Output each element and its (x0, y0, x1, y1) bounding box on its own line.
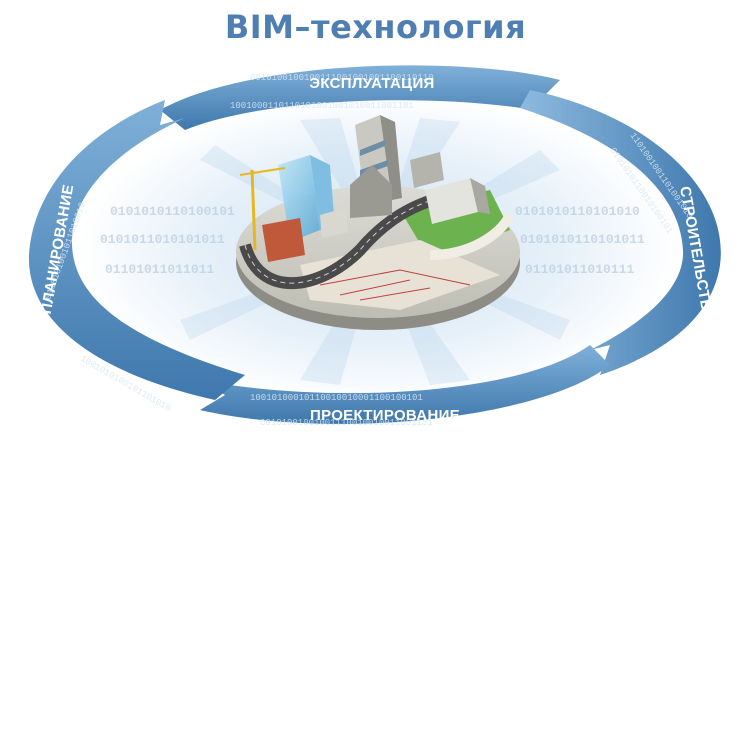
background-binary-text: 0101010110100101 0101011010101011 011010… (100, 204, 645, 277)
ring-segment-top (160, 65, 560, 130)
svg-text:001010010010011100100100110011: 00101001001001110010010011001101 (260, 418, 433, 428)
ring-segment-right (520, 90, 721, 375)
svg-text:100101000101100100100011001001: 10010100010110010010001100100101 (250, 393, 423, 403)
ring-segment-left (28, 100, 245, 400)
stage-label-top: ЭКСПЛУАТАЦИЯ (309, 75, 434, 92)
svg-text:0101011010101011: 0101011010101011 (100, 232, 225, 247)
city-illustration (236, 115, 520, 330)
svg-text:01101011011011: 01101011011011 (105, 262, 214, 277)
svg-text:100100011011010100100101001100: 1001000110110101001001010011001101 (230, 101, 414, 111)
svg-text:001010010010011100100100110011: 0010100100100111001001001100110110 (250, 73, 434, 83)
svg-text:0101010110100101: 0101010110100101 (110, 204, 235, 219)
ring-segment-bottom (200, 345, 610, 424)
svg-text:0101010110101010: 0101010110101010 (515, 204, 640, 219)
svg-text:0101010110101011: 0101010110101011 (520, 232, 645, 247)
page-title: BIM–технология (224, 8, 527, 46)
svg-text:01101011010111: 01101011010111 (525, 262, 634, 277)
stage-label-bottom: ПРОЕКТИРОВАНИЕ (310, 407, 460, 424)
